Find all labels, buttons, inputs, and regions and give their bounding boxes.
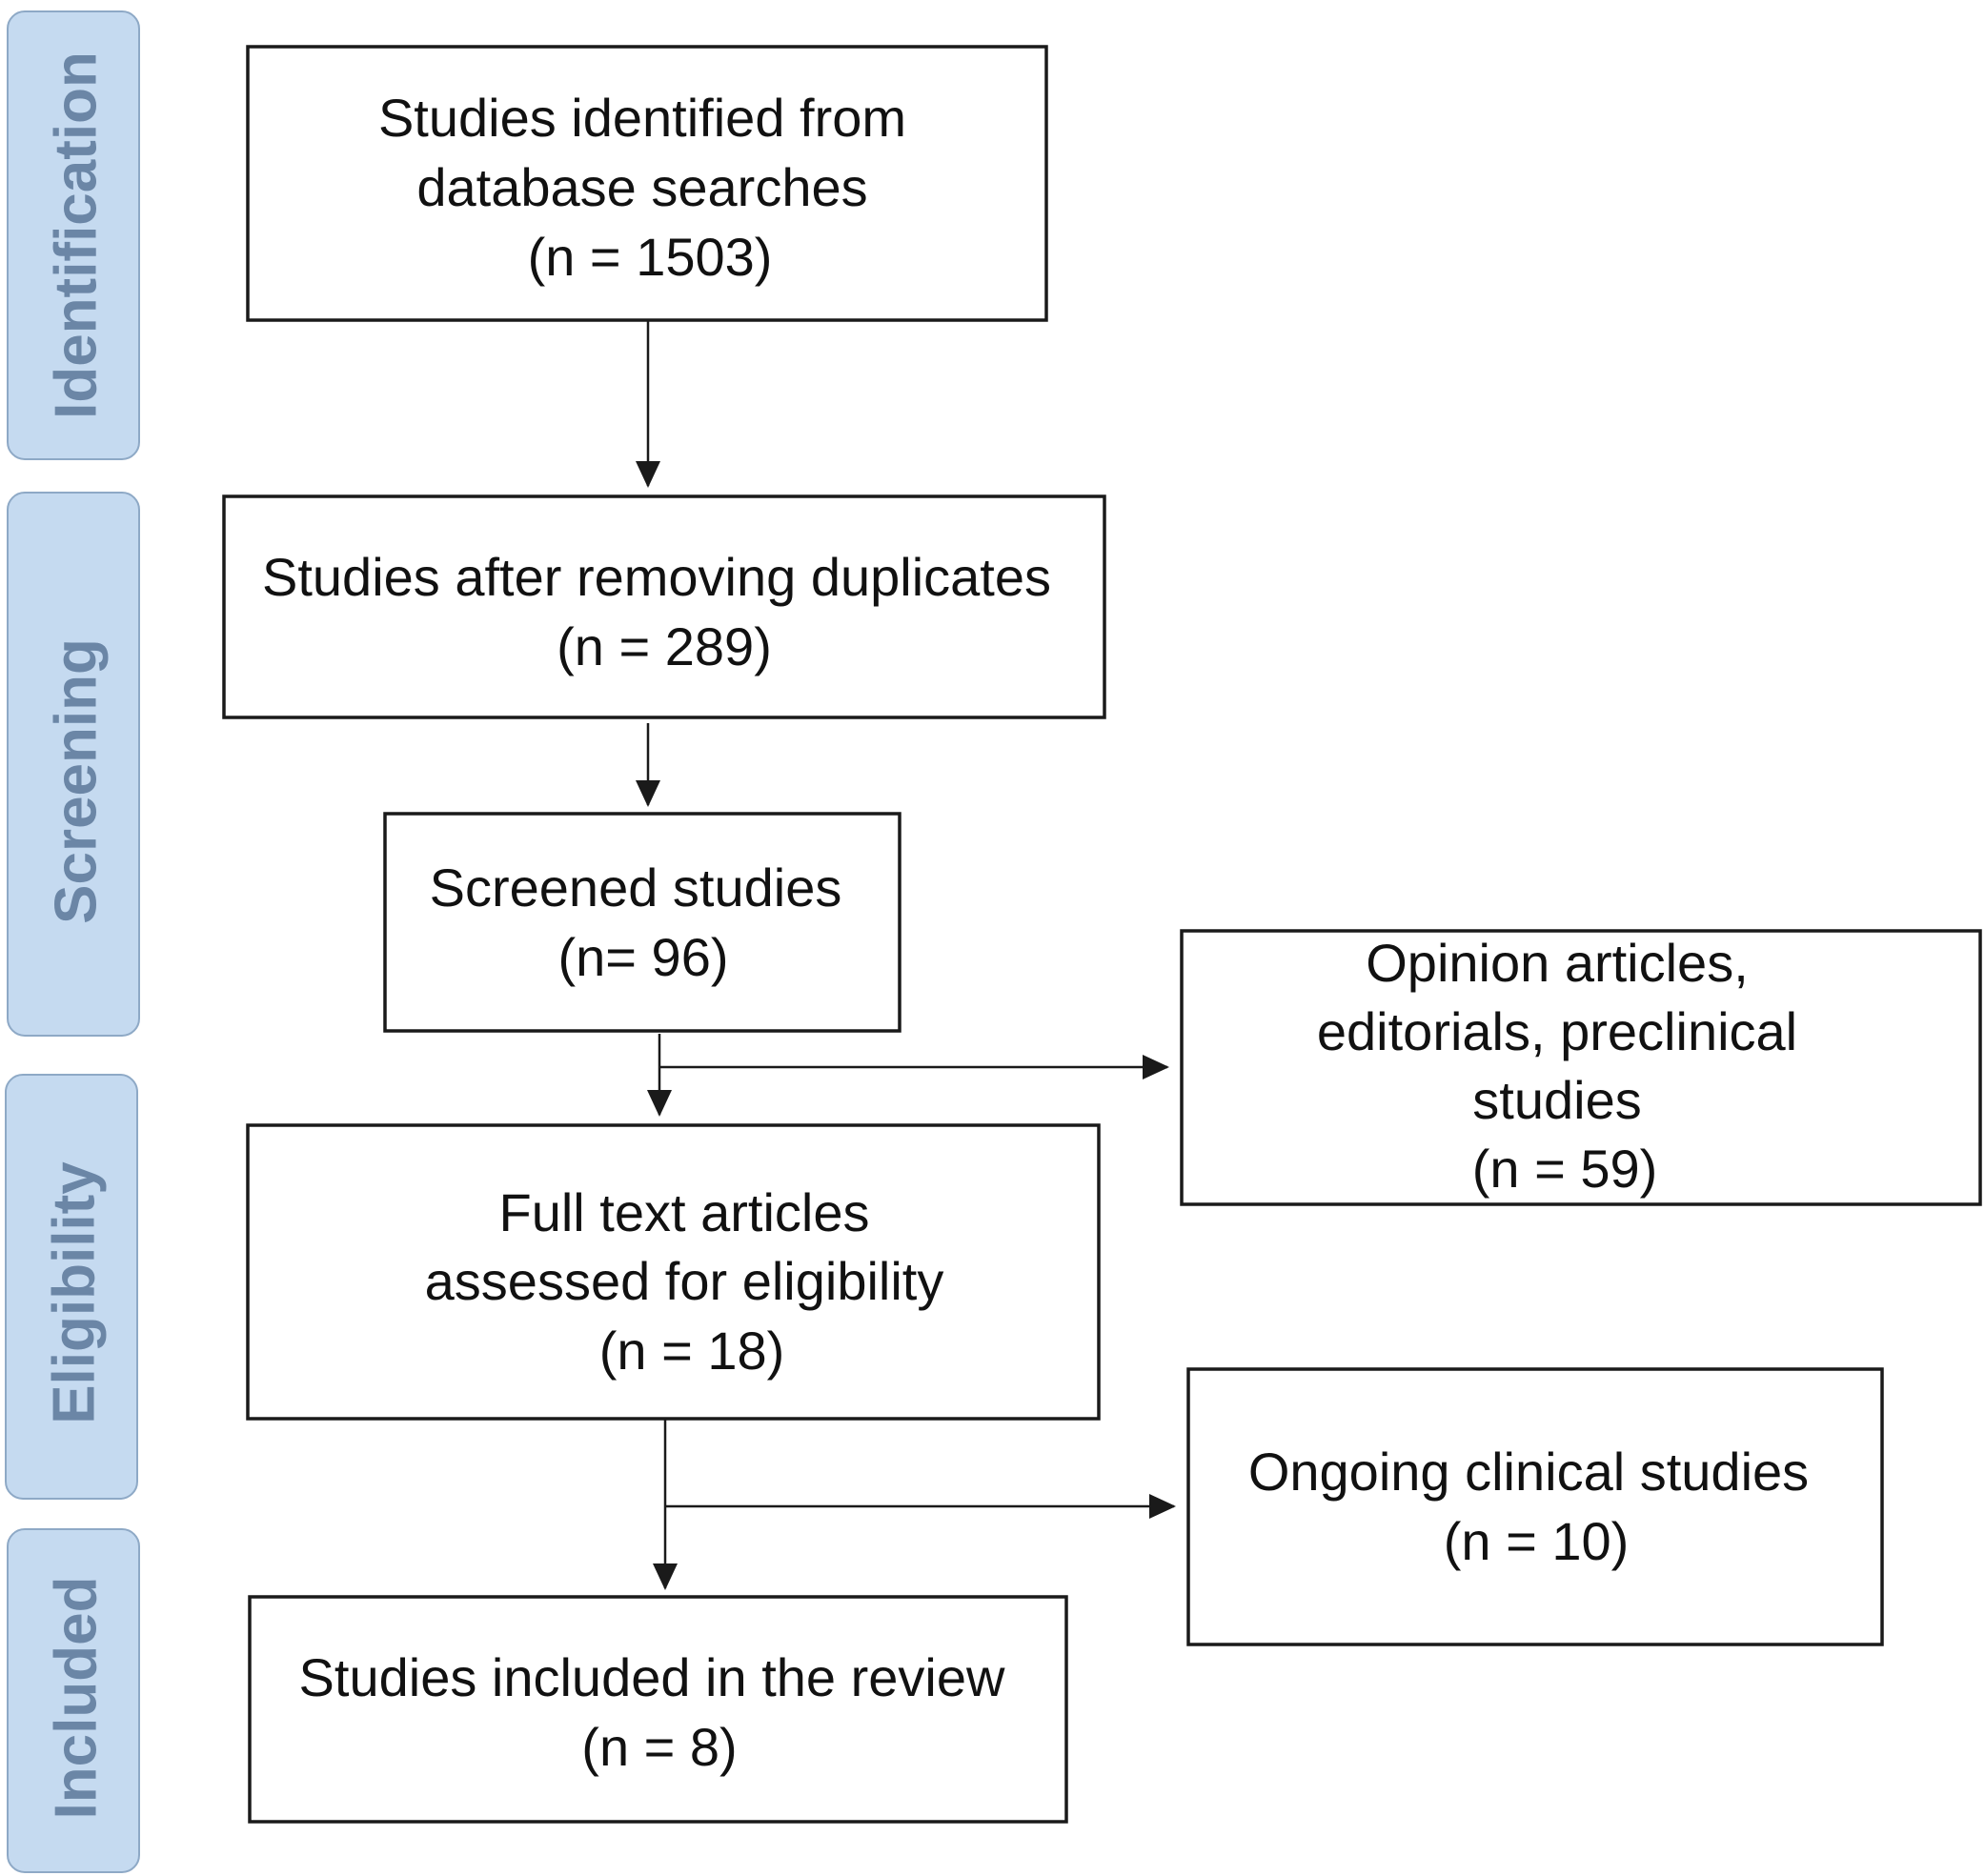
node-full-text-assessed-line2: assessed for eligibility xyxy=(425,1251,944,1311)
node-studies-included: Studies included in the review (n = 8) xyxy=(248,1595,1068,1824)
node-screened-studies-line1: Screened studies xyxy=(430,857,842,918)
stage-identification: Identification xyxy=(7,10,140,460)
node-studies-deduplicated-line1: Studies after removing duplicates xyxy=(262,547,1051,607)
node-studies-included-count: (n = 8) xyxy=(581,1717,737,1777)
node-full-text-assessed-line1: Full text articles xyxy=(499,1182,870,1242)
node-screened-studies: Screened studies (n= 96) xyxy=(383,812,901,1033)
node-excluded-opinion-line1: Opinion articles, xyxy=(1366,933,1749,993)
node-excluded-opinion-line3: studies xyxy=(1472,1070,1641,1130)
node-excluded-ongoing-line1: Ongoing clinical studies xyxy=(1248,1442,1809,1502)
node-studies-included-line1: Studies included in the review xyxy=(299,1647,1005,1707)
stage-label-identification: Identification xyxy=(44,51,110,419)
node-studies-identified-line2: database searches xyxy=(416,157,867,217)
node-excluded-ongoing: Ongoing clinical studies (n = 10) xyxy=(1186,1367,1884,1646)
node-screened-studies-count: (n= 96) xyxy=(558,927,729,987)
stage-label-screening: Screening xyxy=(44,638,110,924)
stage-eligibility: Eligibility xyxy=(5,1074,138,1500)
node-excluded-opinion-count: (n = 59) xyxy=(1472,1139,1658,1199)
node-studies-deduplicated-count: (n = 289) xyxy=(557,616,772,676)
node-studies-identified-count: (n = 1503) xyxy=(528,227,773,287)
node-excluded-opinion-line2: editorials, preclinical xyxy=(1317,1001,1797,1061)
stage-label-included: Included xyxy=(44,1577,110,1820)
node-full-text-assessed: Full text articles assessed for eligibil… xyxy=(246,1123,1101,1421)
stage-screening: Screening xyxy=(7,492,140,1037)
node-excluded-ongoing-count: (n = 10) xyxy=(1444,1511,1630,1571)
stage-included: Included xyxy=(7,1528,140,1873)
node-excluded-opinion: Opinion articles, editorials, preclinica… xyxy=(1180,929,1982,1206)
node-studies-identified: Studies identified from database searche… xyxy=(246,45,1048,322)
node-studies-deduplicated: Studies after removing duplicates (n = 2… xyxy=(222,494,1106,719)
stage-label-eligibility: Eligibility xyxy=(42,1161,108,1424)
node-studies-identified-line1: Studies identified from xyxy=(378,88,906,148)
node-full-text-assessed-count: (n = 18) xyxy=(599,1321,785,1381)
